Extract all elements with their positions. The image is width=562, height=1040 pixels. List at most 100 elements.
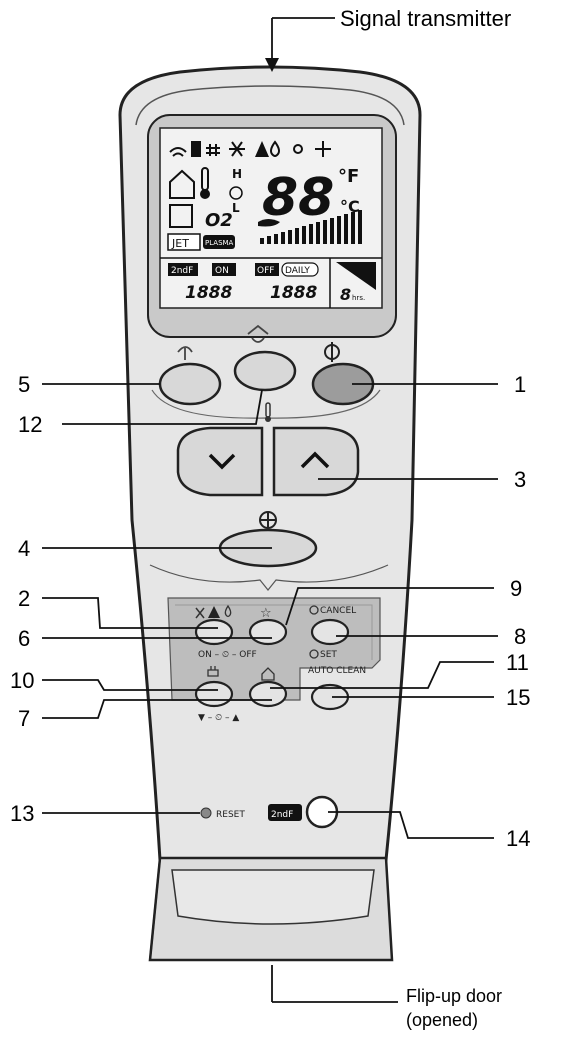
- battery-icon: [191, 141, 201, 157]
- fan-arc: [149, 564, 389, 591]
- power-icon: [324, 342, 340, 362]
- lcd-temp-digits: 88: [262, 168, 334, 228]
- leader-14: [328, 811, 494, 839]
- button-10[interactable]: [194, 680, 234, 708]
- on-off-label: ON – ⏲ – OFF: [198, 650, 257, 660]
- callout-13: 13: [10, 801, 34, 826]
- cool-mode-icon: [195, 607, 205, 619]
- chevron-up-icon: [300, 451, 330, 469]
- fan-speed-bars: [260, 210, 362, 244]
- lcd-second-f: 2ndF: [171, 266, 193, 276]
- jet-badge: [167, 233, 201, 251]
- signal-transmitter-label: Signal transmitter: [340, 6, 511, 31]
- lcd-plasma: PLASMA: [205, 239, 234, 247]
- leader-11: [270, 661, 494, 689]
- plug-icon: [207, 666, 219, 677]
- leader-10: [42, 679, 218, 691]
- daily-badge: [281, 262, 319, 277]
- clock-icon: [309, 605, 319, 615]
- face-icon: [229, 186, 243, 200]
- reset-button[interactable]: [200, 807, 212, 819]
- auto-icon: [255, 141, 269, 157]
- drop-icon: [224, 604, 232, 618]
- temp-icon-bulb: [265, 416, 271, 422]
- signal-arrow: [265, 58, 279, 72]
- callout-7: 7: [18, 706, 30, 731]
- swing-icon: [177, 346, 193, 360]
- second-f-badge: [168, 263, 198, 276]
- thermometer-bulb: [200, 189, 210, 199]
- callout-11: 11: [506, 650, 529, 675]
- lcd-daily: DAILY: [285, 266, 310, 276]
- callout-6: 6: [18, 626, 30, 651]
- wind-icon: [258, 219, 280, 227]
- leader-2: [42, 597, 218, 629]
- top-row-arc: [151, 389, 381, 419]
- callout-14: 14: [506, 826, 530, 851]
- lower-panel-inner: [175, 604, 373, 660]
- button-5[interactable]: [158, 362, 222, 406]
- home-icon: [261, 667, 275, 681]
- leader-9: [285, 587, 494, 626]
- chevron-down-icon: [208, 453, 236, 470]
- reset-label: RESET: [216, 810, 245, 820]
- temp-down-button[interactable]: [176, 426, 264, 497]
- lcd-lo: L: [232, 201, 240, 215]
- signal-icon: [169, 147, 187, 157]
- callout-12: 12: [18, 412, 42, 437]
- auto-mode-icon: [208, 606, 220, 618]
- cool-icon: [229, 141, 245, 157]
- mode-select-icon: [247, 324, 269, 343]
- house-icon: [169, 169, 195, 199]
- lcd-hrs-unit: hrs.: [352, 294, 365, 302]
- lcd-on: ON: [215, 266, 229, 276]
- fan-icon: [315, 141, 331, 157]
- button-6[interactable]: [194, 618, 234, 646]
- callout-5: 5: [18, 372, 30, 397]
- callout-3: 3: [514, 467, 526, 492]
- set-label: SET: [320, 650, 337, 660]
- lcd-time-left: 1888: [185, 283, 232, 303]
- auto-clean-label: AUTO CLEAN: [308, 666, 366, 676]
- lcd-unit-c: °C: [340, 197, 360, 216]
- flip-up-door-label-2: (opened): [406, 1010, 478, 1030]
- button-9[interactable]: [248, 618, 288, 646]
- callout-15: 15: [506, 685, 530, 710]
- second-f-label: 2ndF: [271, 810, 293, 820]
- lcd-jet: JET: [171, 237, 189, 250]
- leader-12: [62, 389, 263, 425]
- callout-10: 10: [10, 668, 34, 693]
- plasma-badge: [203, 235, 235, 249]
- temp-up-button[interactable]: [272, 426, 360, 497]
- lcd-unit-f: °F: [338, 166, 359, 187]
- door-hinge: [171, 869, 375, 925]
- lcd-o2: O2: [205, 210, 233, 231]
- sun-icon: [293, 144, 303, 154]
- callout-8: 8: [514, 624, 526, 649]
- lcd-time-right: 1888: [270, 283, 317, 303]
- callout-2: 2: [18, 586, 30, 611]
- star-flag-icon: [336, 262, 376, 290]
- lcd-hi: H: [232, 167, 242, 181]
- callout-9: 9: [510, 576, 522, 601]
- dry-icon: [270, 140, 280, 157]
- cancel-label: CANCEL: [320, 606, 356, 616]
- star-icon: ☆: [260, 606, 272, 621]
- airflow-icon: [169, 204, 193, 228]
- callout-4: 4: [18, 536, 30, 561]
- off-badge: [255, 263, 279, 276]
- remote-rim: [135, 85, 405, 126]
- callout-1: 1: [514, 372, 526, 397]
- button-7[interactable]: [248, 680, 288, 708]
- button-12[interactable]: [233, 350, 297, 392]
- lcd-hours: 8: [340, 285, 351, 304]
- leader-7: [42, 699, 272, 719]
- on-badge: [212, 263, 236, 276]
- button-8-set[interactable]: [310, 618, 350, 646]
- second-f-label-box: [268, 804, 302, 821]
- grid-icon: [206, 144, 220, 156]
- flip-up-door-label-1: Flip-up door: [406, 986, 502, 1006]
- door-side-left: [149, 857, 161, 961]
- fan-speed-icon: [259, 511, 277, 529]
